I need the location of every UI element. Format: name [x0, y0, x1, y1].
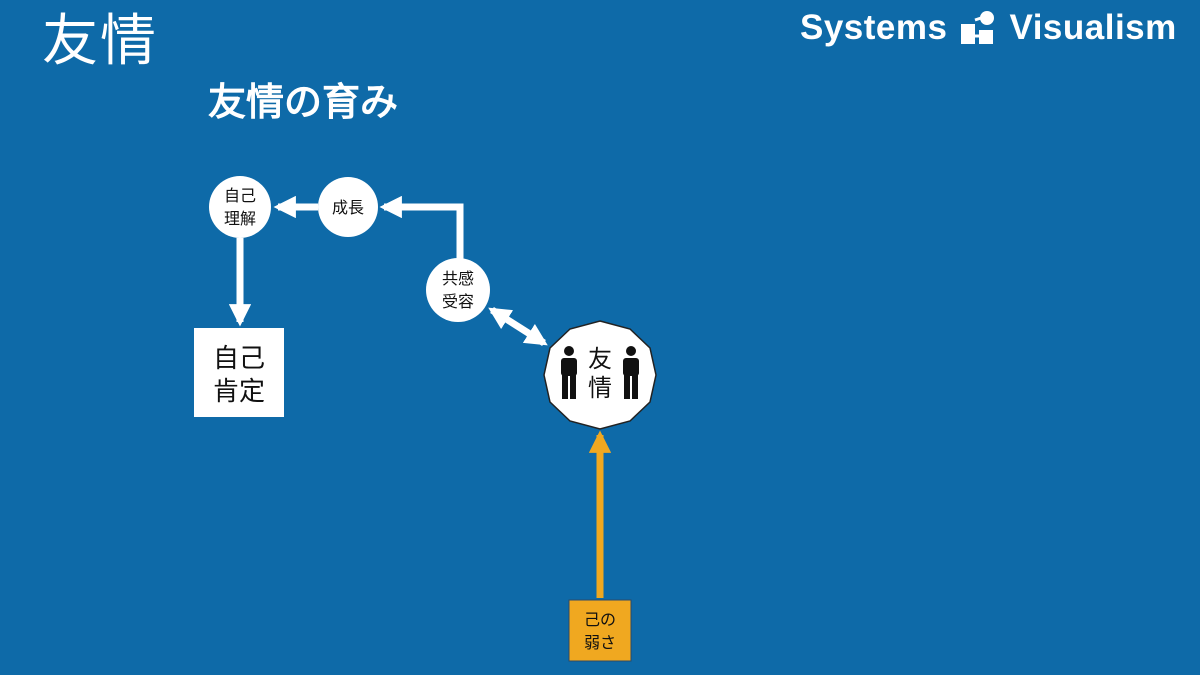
node-empathy-acceptance: 共感 受容 [426, 258, 490, 322]
node-friendship-line2: 情 [588, 374, 612, 402]
brand-word-systems: Systems [800, 8, 948, 47]
node-empathy-line2: 受容 [442, 292, 474, 311]
node-growth-label: 成長 [332, 198, 364, 217]
node-self-affirmation-line1: 自己 [213, 344, 265, 374]
node-friendship-line1: 友 [588, 345, 612, 373]
brand-logo: Systems Visualism [800, 6, 1177, 50]
node-weakness-line1: 己の [584, 610, 616, 629]
node-friendship: 友 情 [543, 320, 657, 430]
slide-subtitle: 友情の育み [208, 80, 399, 124]
node-weakness-line2: 弱さ [584, 633, 616, 652]
node-self-affirmation-line2: 肯定 [213, 377, 265, 407]
node-self-understanding-line2: 理解 [224, 209, 256, 228]
node-self-understanding: 自己 理解 [209, 176, 271, 238]
two-people-icon [561, 346, 639, 399]
node-self-affirmation: 自己 肯定 [194, 328, 284, 417]
page-title: 友情 [42, 9, 158, 74]
node-own-weakness: 己の 弱さ [568, 599, 632, 662]
node-growth: 成長 [318, 177, 378, 237]
brand-word-visualism: Visualism [1009, 8, 1177, 47]
arrow-empathy-to-growth [379, 195, 464, 265]
arrow-empathy-friendship-bidirectional [488, 307, 548, 346]
node-self-understanding-line1: 自己 [224, 186, 256, 205]
node-empathy-line1: 共感 [442, 269, 474, 288]
systems-visualism-logo-icon [961, 11, 995, 44]
